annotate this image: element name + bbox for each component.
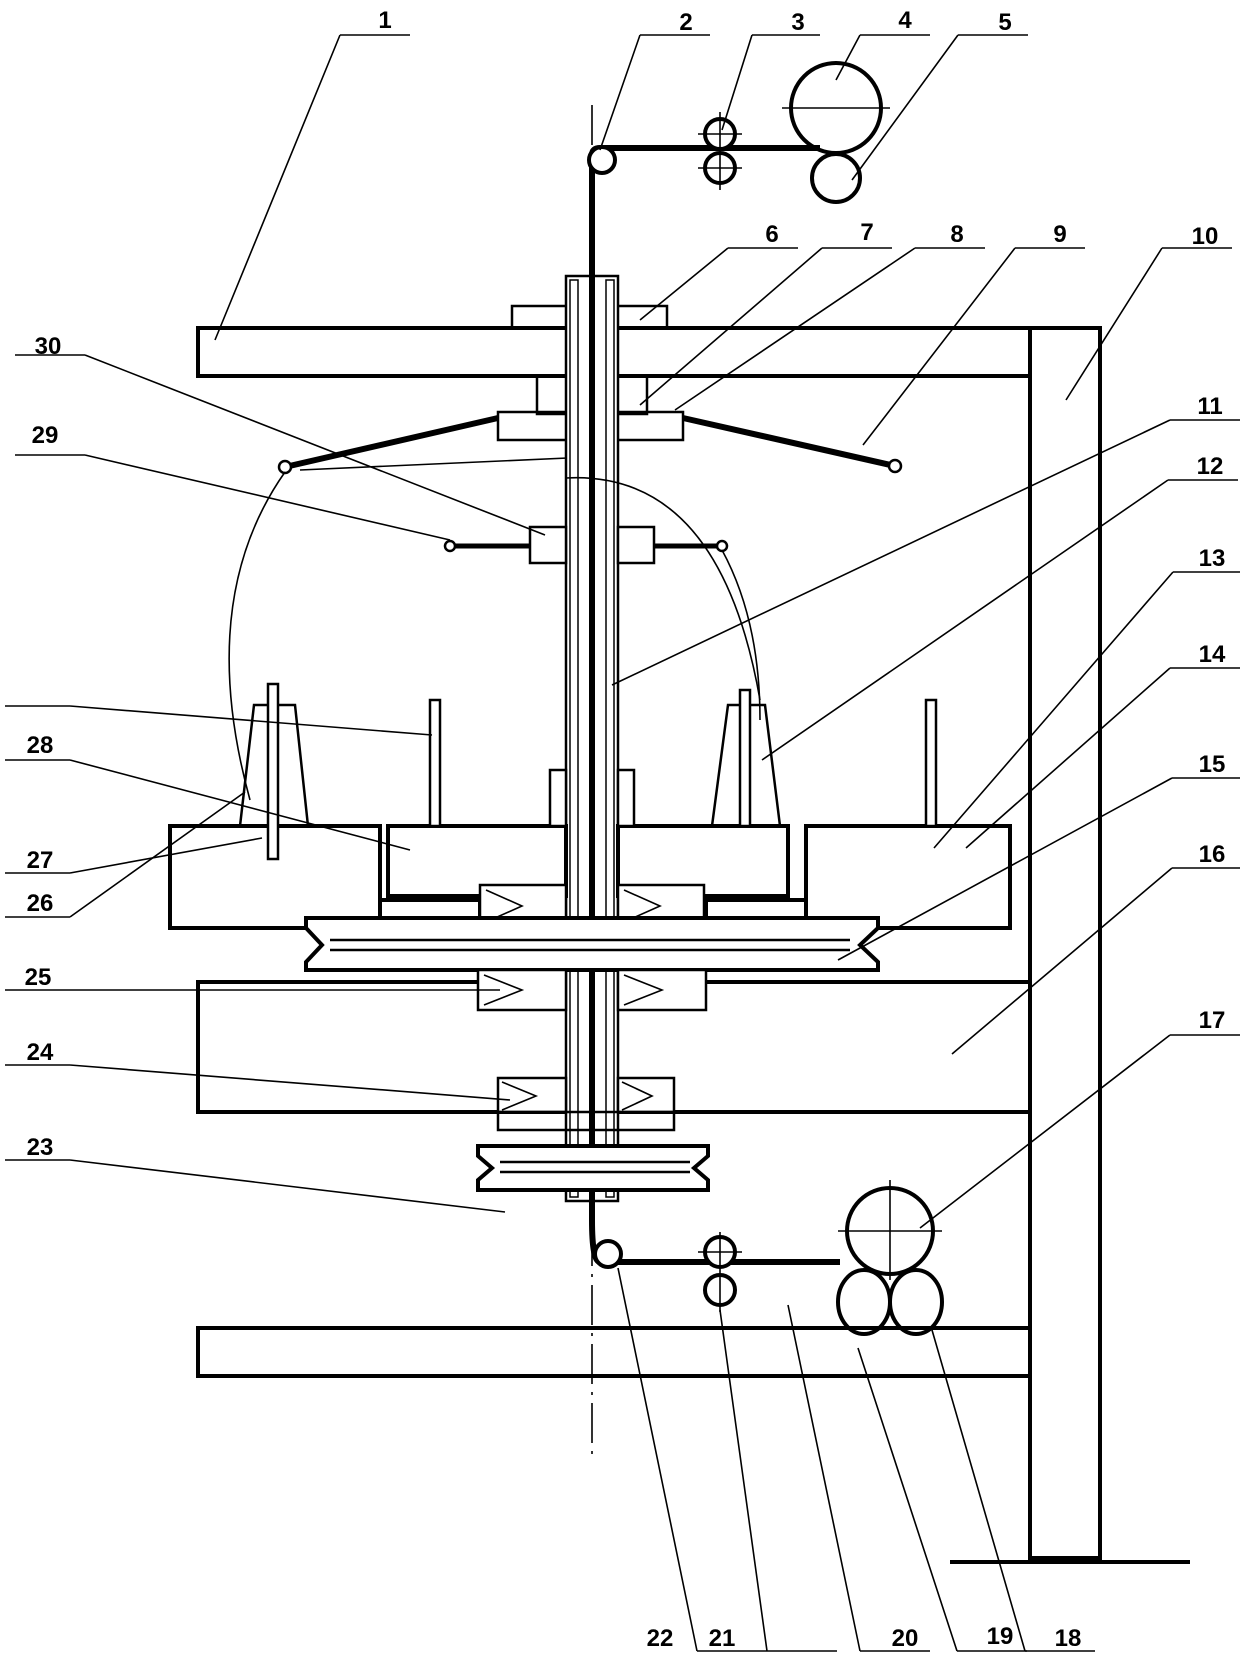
inner-plate-left: [386, 824, 568, 898]
flyer-arms: [277, 415, 903, 475]
pulley-upper: [304, 916, 880, 972]
callout-2: 2: [679, 9, 692, 36]
callout-1: 1: [378, 7, 391, 34]
callout-26: 26: [27, 890, 54, 917]
guide-roller-top: [587, 145, 617, 175]
callout-28: 28: [27, 732, 54, 759]
bearings-and-pulleys: [304, 883, 880, 1192]
callout-30: 30: [35, 333, 62, 360]
callout-20: 20: [892, 1625, 919, 1652]
callout-9: 9: [1053, 221, 1066, 248]
callout-15: 15: [1199, 751, 1226, 778]
callout-5: 5: [998, 9, 1011, 36]
cone-left: [238, 703, 310, 828]
callout-16: 16: [1199, 841, 1226, 868]
support-roller-left: [836, 1268, 892, 1336]
pulley-lower: [476, 1144, 710, 1192]
yarn-packages: [238, 682, 938, 861]
inner-flyer: [443, 525, 729, 565]
leader-lines: [5, 34, 1240, 1652]
yarn-balloon-right: [565, 477, 761, 701]
callout-14: 14: [1199, 641, 1226, 668]
bottom-rollers: [593, 1180, 944, 1336]
callout-3: 3: [791, 9, 804, 36]
callout-27: 27: [27, 847, 54, 874]
callout-11: 11: [1197, 393, 1222, 420]
callout-10: 10: [1192, 223, 1219, 250]
callout-17: 17: [1199, 1007, 1226, 1034]
right-plate: [804, 824, 1012, 930]
callout-19: 19: [987, 1623, 1014, 1650]
frame-post: [1028, 326, 1102, 1560]
callout-labels: 1 2 3 4 5 6 7 8 9 10 11 12 13 14 15 16 1…: [25, 7, 1226, 1652]
callout-4: 4: [898, 7, 912, 34]
callout-25: 25: [25, 964, 52, 991]
callout-23: 23: [27, 1134, 54, 1161]
cone-right: [710, 703, 782, 828]
callout-12: 12: [1197, 453, 1224, 480]
yarn-balloon-left: [228, 471, 286, 801]
callout-22: 22: [647, 1625, 674, 1652]
bearing-low-right: [616, 1076, 676, 1114]
drive-roller-top: [810, 152, 862, 204]
callout-13: 13: [1199, 545, 1226, 572]
bottom-beam: [196, 1326, 1032, 1378]
support-roller-right: [888, 1268, 944, 1336]
callout-7: 7: [860, 219, 873, 246]
pin-left: [428, 698, 442, 828]
callout-24: 24: [27, 1039, 54, 1066]
callout-21: 21: [709, 1625, 736, 1652]
callout-29: 29: [32, 422, 59, 449]
callout-18: 18: [1055, 1625, 1082, 1652]
guide-roller-bottom: [593, 1239, 623, 1269]
callout-8: 8: [950, 221, 963, 248]
pin-right: [924, 698, 938, 828]
top-rollers: [587, 61, 890, 204]
callout-6: 6: [765, 221, 778, 248]
